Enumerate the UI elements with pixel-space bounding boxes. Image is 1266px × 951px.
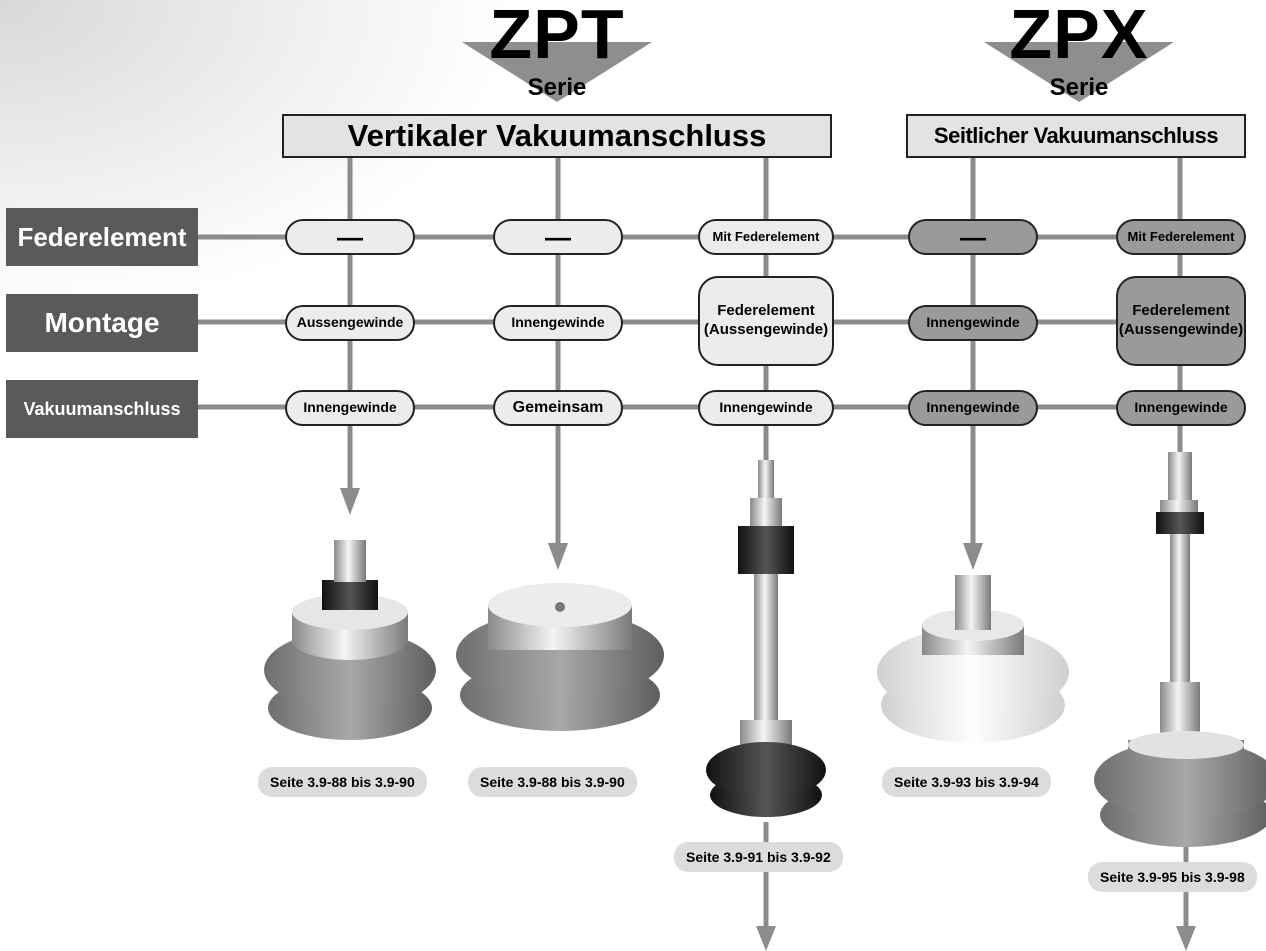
series-code-zpx: ZPX	[1009, 0, 1149, 73]
pill-montage-col3: Federelement (Aussengewinde)	[698, 276, 834, 366]
row-label-federelement: Federelement	[6, 208, 198, 266]
header-vertical-port: Vertikaler Vakuumanschluss	[282, 114, 832, 158]
header-side-port: Seitlicher Vakuumanschluss	[906, 114, 1246, 158]
zpx-banner-triangle	[984, 42, 1174, 102]
pill-feder-col2: —	[493, 219, 623, 255]
page-ref-col2[interactable]: Seite 3.9-88 bis 3.9-90	[468, 767, 637, 797]
page-ref-col3[interactable]: Seite 3.9-91 bis 3.9-92	[674, 842, 843, 872]
pill-vakuum-col3: Innengewinde	[698, 390, 834, 426]
pill-feder-col3: Mit Federelement	[698, 219, 834, 255]
row-label-vakuumanschluss: Vakuumanschluss	[6, 380, 198, 438]
pill-feder-col4: —	[908, 219, 1038, 255]
zpt-banner-triangle	[462, 42, 652, 102]
pill-vakuum-col5: Innengewinde	[1116, 390, 1246, 426]
background-shade	[0, 0, 520, 320]
series-label-zpx: Serie	[1049, 74, 1109, 101]
pill-vakuum-col1: Innengewinde	[285, 390, 415, 426]
product-image-2	[456, 583, 664, 731]
pill-feder-col5: Mit Federelement	[1116, 219, 1246, 255]
arrow-head-3-bottom	[756, 926, 776, 951]
product-image-4	[877, 575, 1069, 743]
pill-vakuum-col4: Innengewinde	[908, 390, 1038, 426]
pill-montage-col3-line2: (Aussengewinde)	[703, 321, 829, 338]
product-image-1	[264, 540, 436, 740]
arrow-head-5-bottom	[1176, 926, 1196, 951]
pill-feder-col1: —	[285, 219, 415, 255]
arrow-head-1	[340, 488, 360, 515]
pill-montage-col5-line2: (Aussengewinde)	[1118, 321, 1244, 338]
arrow-head-2	[548, 543, 568, 570]
pill-montage-col4: Innengewinde	[908, 305, 1038, 341]
series-label-zpt: Serie	[527, 74, 587, 101]
pill-montage-col5: Federelement (Aussengewinde)	[1116, 276, 1246, 366]
product-image-5	[1094, 452, 1266, 847]
page-ref-col1[interactable]: Seite 3.9-88 bis 3.9-90	[258, 767, 427, 797]
product-image-3	[706, 460, 826, 817]
pill-montage-col2: Innengewinde	[493, 305, 623, 341]
page-ref-col5[interactable]: Seite 3.9-95 bis 3.9-98	[1088, 862, 1257, 892]
pill-montage-col3-line1: Federelement	[717, 302, 815, 320]
pill-montage-col5-line1: Federelement	[1132, 302, 1230, 320]
page-ref-col4[interactable]: Seite 3.9-93 bis 3.9-94	[882, 767, 1051, 797]
pill-vakuum-col2: Gemeinsam	[493, 390, 623, 426]
row-label-montage: Montage	[6, 294, 198, 352]
arrow-head-4	[963, 543, 983, 570]
series-code-zpt: ZPT	[489, 0, 625, 73]
pill-montage-col1: Aussengewinde	[285, 305, 415, 341]
